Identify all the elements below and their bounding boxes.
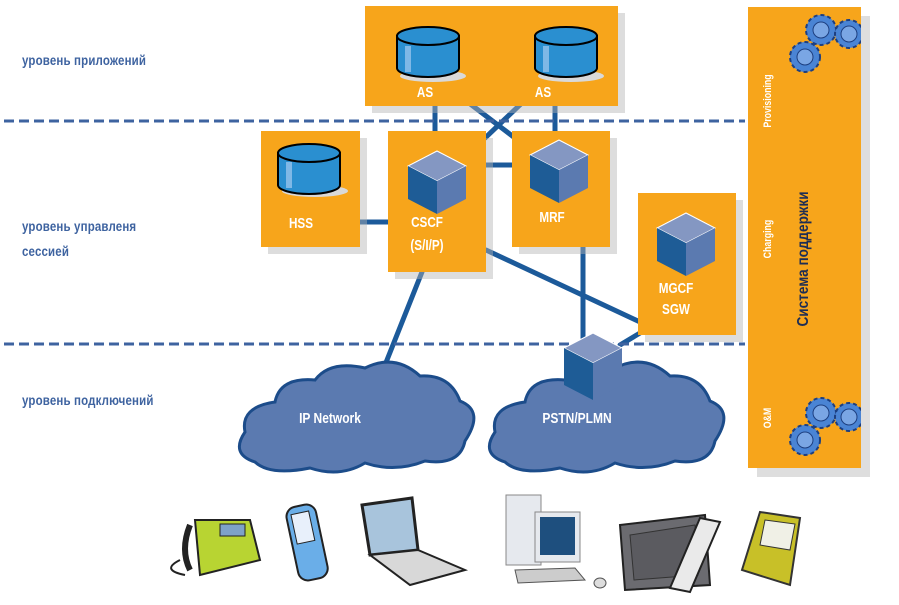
application-servers-box[interactable]: AS AS bbox=[365, 6, 618, 106]
mrf-label: MRF bbox=[539, 209, 565, 226]
mgcf-sgw-node[interactable]: MGCF SGW bbox=[638, 193, 736, 335]
layer-label-session-control-line1: уровень управленя bbox=[22, 218, 137, 234]
hss-label: HSS bbox=[288, 215, 314, 232]
database-icon bbox=[534, 26, 604, 82]
server-cube-icon bbox=[528, 139, 590, 203]
gears-icon bbox=[789, 397, 861, 456]
link-cscf-mgcf bbox=[483, 247, 643, 325]
mrf-node[interactable]: MRF bbox=[512, 131, 610, 247]
cscf-label-line2: (S/I/P) bbox=[410, 237, 444, 254]
as1-label: AS bbox=[416, 84, 434, 101]
function-provisioning: Provisioning bbox=[762, 74, 774, 128]
hss-node[interactable]: HSS bbox=[261, 131, 360, 247]
cscf-label-line1: CSCF bbox=[411, 214, 443, 231]
ip-network-label: IP Network bbox=[299, 410, 361, 427]
pstn-plmn-label: PSTN/PLMN bbox=[542, 410, 612, 427]
layer-label-applications: уровень приложений bbox=[22, 52, 147, 68]
sgw-label-line2: SGW bbox=[662, 301, 690, 318]
server-cube-icon bbox=[406, 150, 468, 214]
server-cube-icon bbox=[655, 212, 717, 276]
layer-label-connectivity: уровень подключений bbox=[22, 392, 154, 408]
mgcf-label-line1: MGCF bbox=[658, 280, 694, 297]
database-icon bbox=[396, 26, 466, 82]
link-cscf-ip bbox=[382, 269, 425, 368]
database-icon bbox=[277, 143, 348, 197]
link-as2-cscf bbox=[482, 97, 528, 141]
cscf-node[interactable]: CSCF (S/I/P) bbox=[388, 131, 486, 272]
as2-label: AS bbox=[534, 84, 552, 101]
support-system-panel[interactable]: Provisioning Charging O&M Система поддер… bbox=[748, 7, 861, 468]
support-system-title: Система поддержки bbox=[795, 191, 812, 327]
gears-icon bbox=[789, 14, 861, 73]
function-oam: O&M bbox=[762, 407, 774, 429]
layer-label-session-control-line2: сессией bbox=[22, 243, 70, 259]
function-charging: Charging bbox=[762, 219, 774, 259]
link-as1-mrf bbox=[462, 97, 518, 141]
